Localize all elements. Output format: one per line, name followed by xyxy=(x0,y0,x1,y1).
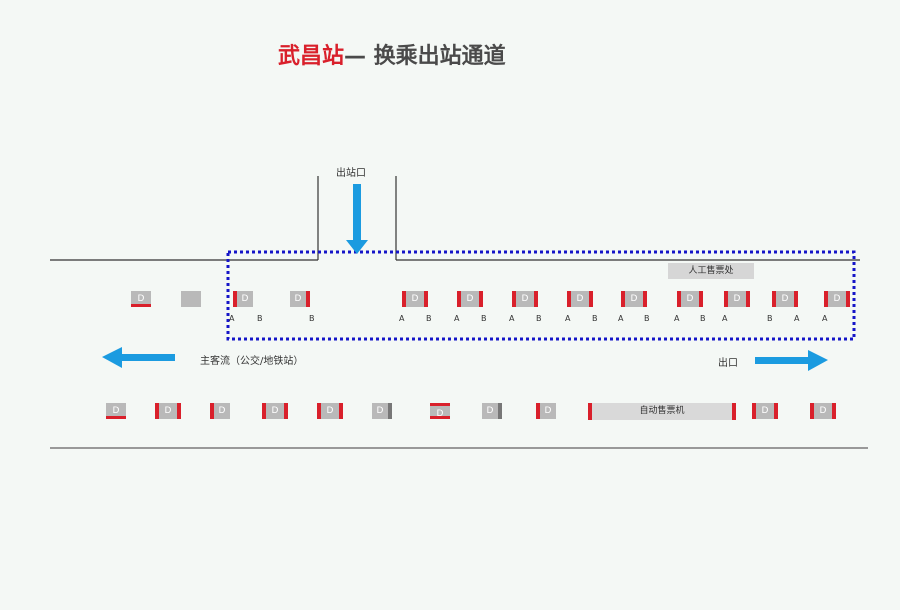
gate-ab-label: A xyxy=(674,314,680,323)
upper-gate-13: D xyxy=(824,291,850,307)
gate-ab-label: A xyxy=(822,314,828,323)
lower-gate-6: D xyxy=(372,403,392,419)
lower-gate-4: D xyxy=(262,403,288,419)
title-rest: — 换乘出站通道 xyxy=(344,44,506,69)
lower-gate-3: D xyxy=(210,403,230,419)
lower-gate-8: D xyxy=(482,403,502,419)
gate-ab-label: B xyxy=(767,314,773,323)
gate-ab-label: B xyxy=(426,314,432,323)
upper-gate-5: D xyxy=(402,291,428,307)
gate-ab-label: A xyxy=(454,314,460,323)
upper-gate-1: D xyxy=(131,291,151,307)
lower-gate-11: D xyxy=(810,403,836,419)
gate-ab-label: B xyxy=(257,314,263,323)
gate-ab-label: A xyxy=(509,314,515,323)
ticket-office: 人工售票处 xyxy=(668,263,754,279)
title-station: 武昌站 xyxy=(278,44,345,69)
gate-ab-label: B xyxy=(536,314,542,323)
upper-gate-3: D xyxy=(233,291,253,307)
exit-gate-label: 出站口 xyxy=(336,168,366,179)
lower-gate-7: D xyxy=(430,403,450,419)
upper-gate-11: D xyxy=(724,291,750,307)
upper-gate-8: D xyxy=(567,291,593,307)
upper-gate-12: D xyxy=(772,291,798,307)
upper-gate-6: D xyxy=(457,291,483,307)
left-arrow-shaft xyxy=(120,354,175,361)
gate-ab-label: A xyxy=(565,314,571,323)
gate-ab-label: A xyxy=(722,314,728,323)
left-arrow-head xyxy=(102,347,122,368)
exit-label: 出口 xyxy=(718,358,738,369)
gate-ab-label: B xyxy=(309,314,315,323)
gate-ab-label: A xyxy=(229,314,235,323)
lower-gate-9: D xyxy=(536,403,556,419)
upper-gate-2 xyxy=(181,291,201,307)
gate-ab-label: B xyxy=(644,314,650,323)
lower-gate-2: D xyxy=(155,403,181,419)
vending-machines: 自动售票机 xyxy=(588,403,736,420)
down-arrow-shaft xyxy=(353,184,361,242)
right-arrow-shaft xyxy=(755,357,810,364)
transfer-zone xyxy=(226,250,856,341)
down-arrow-head xyxy=(346,240,368,254)
upper-gate-10: D xyxy=(677,291,703,307)
lower-gate-10: D xyxy=(752,403,778,419)
lower-gate-1: D xyxy=(106,403,126,419)
upper-gate-9: D xyxy=(621,291,647,307)
main-flow-label: 主客流（公交/地铁站） xyxy=(200,356,304,367)
diagram-title: 武昌站— 换乘出站通道 xyxy=(278,38,506,70)
lower-gate-5: D xyxy=(317,403,343,419)
gate-ab-label: A xyxy=(399,314,405,323)
upper-gate-7: D xyxy=(512,291,538,307)
gate-ab-label: A xyxy=(794,314,800,323)
right-arrow-head xyxy=(808,350,828,371)
gate-ab-label: B xyxy=(700,314,706,323)
gate-ab-label: B xyxy=(481,314,487,323)
upper-gate-4: D xyxy=(290,291,310,307)
gate-ab-label: B xyxy=(592,314,598,323)
gate-ab-label: A xyxy=(618,314,624,323)
